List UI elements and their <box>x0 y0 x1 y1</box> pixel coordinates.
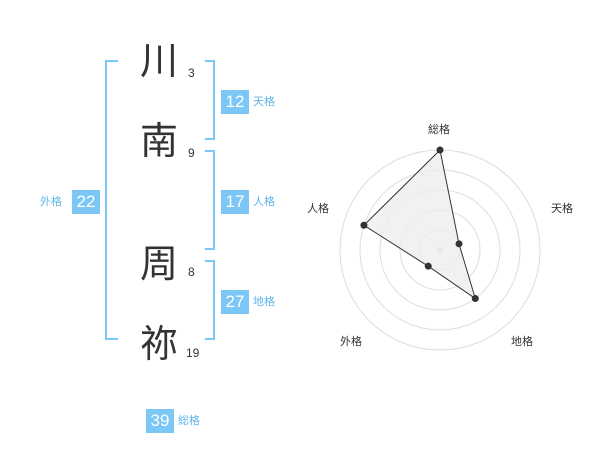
name-char-1: 川 <box>139 39 178 83</box>
chikaku-bracket <box>205 260 215 340</box>
tenkaku-bracket <box>205 60 215 140</box>
radar-axis-label-soukaku: 総格 <box>428 123 450 136</box>
radar-point-5 <box>360 221 368 229</box>
stroke-count-4: 19 <box>186 346 200 360</box>
chikaku-label: 地格 <box>253 295 275 308</box>
name-char-3: 周 <box>139 242 178 286</box>
radar-point-2 <box>455 240 463 248</box>
jinkaku-label: 人格 <box>253 195 275 208</box>
radar-axis-label-tenkaku: 天格 <box>551 202 573 215</box>
radar-point-4 <box>424 262 432 270</box>
radar-axis-label-gaikaku: 外格 <box>340 335 362 348</box>
radar-point-1 <box>436 146 444 154</box>
tenkaku-label: 天格 <box>253 95 275 108</box>
stroke-count-3: 8 <box>188 265 195 279</box>
soukaku-value-badge: 39 <box>146 409 174 433</box>
chikaku-value-badge: 27 <box>221 290 249 314</box>
gaikaku-bracket <box>105 60 118 340</box>
stroke-count-2: 9 <box>188 146 195 160</box>
radar-point-3 <box>471 295 479 303</box>
jinkaku-value-badge: 17 <box>221 190 249 214</box>
soukaku-label: 総格 <box>178 414 200 427</box>
stroke-count-1: 3 <box>188 66 195 80</box>
gaikaku-value-badge: 22 <box>72 190 100 214</box>
name-char-2: 南 <box>139 119 178 163</box>
gaikaku-label: 外格 <box>40 195 62 208</box>
radar-axis-label-chikaku: 地格 <box>511 335 533 348</box>
radar-polygon <box>363 148 477 300</box>
jinkaku-bracket <box>205 150 215 250</box>
tenkaku-value-badge: 12 <box>221 90 249 114</box>
radar-axis-label-jinkaku: 人格 <box>307 202 329 215</box>
name-char-4: 祢 <box>139 322 178 366</box>
